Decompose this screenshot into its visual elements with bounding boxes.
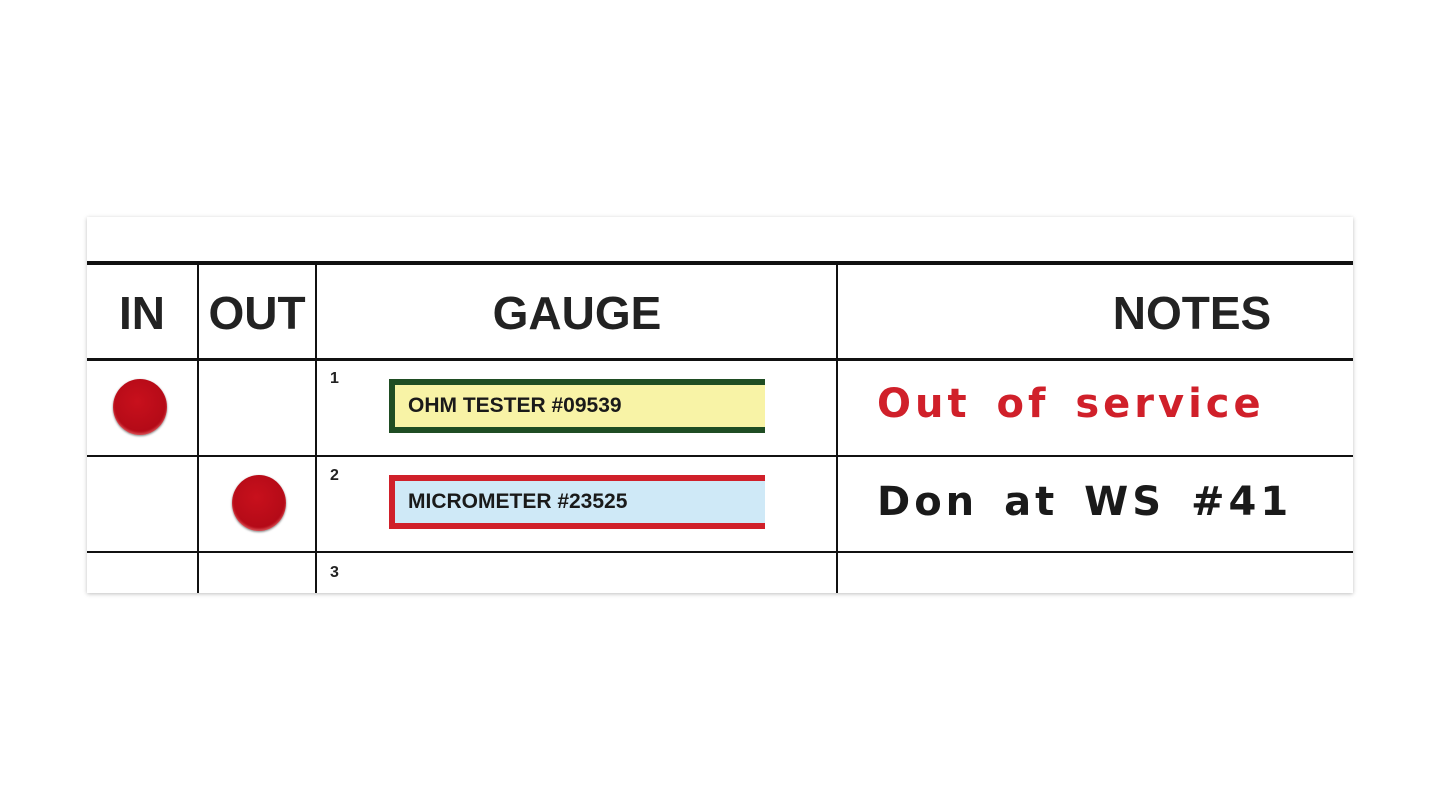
row-number: 1: [330, 370, 339, 387]
header-rule: [87, 358, 1353, 361]
row-rule: [87, 455, 1353, 457]
gauge-tracking-board: IN OUT GAUGE NOTES 1 OHM TESTER #09539 O…: [87, 217, 1353, 593]
header-notes: NOTES: [1112, 287, 1272, 339]
out-magnet-marker[interactable]: [232, 475, 286, 531]
note-text[interactable]: Don at WS #41: [877, 479, 1293, 525]
row-number: 3: [330, 564, 339, 581]
row-rule: [87, 551, 1353, 553]
note-text[interactable]: Out of service: [877, 381, 1265, 427]
in-magnet-marker[interactable]: [113, 379, 167, 435]
gauge-label[interactable]: MICROMETER #23525: [389, 475, 765, 529]
row-number: 2: [330, 467, 339, 484]
header-in: IN: [119, 287, 165, 339]
column-divider: [197, 261, 199, 593]
top-rule: [87, 261, 1353, 265]
gauge-label[interactable]: OHM TESTER #09539: [389, 379, 765, 433]
header-out: OUT: [208, 287, 306, 339]
header-gauge: GAUGE: [492, 287, 662, 339]
column-divider: [836, 261, 838, 593]
column-divider: [315, 261, 317, 593]
